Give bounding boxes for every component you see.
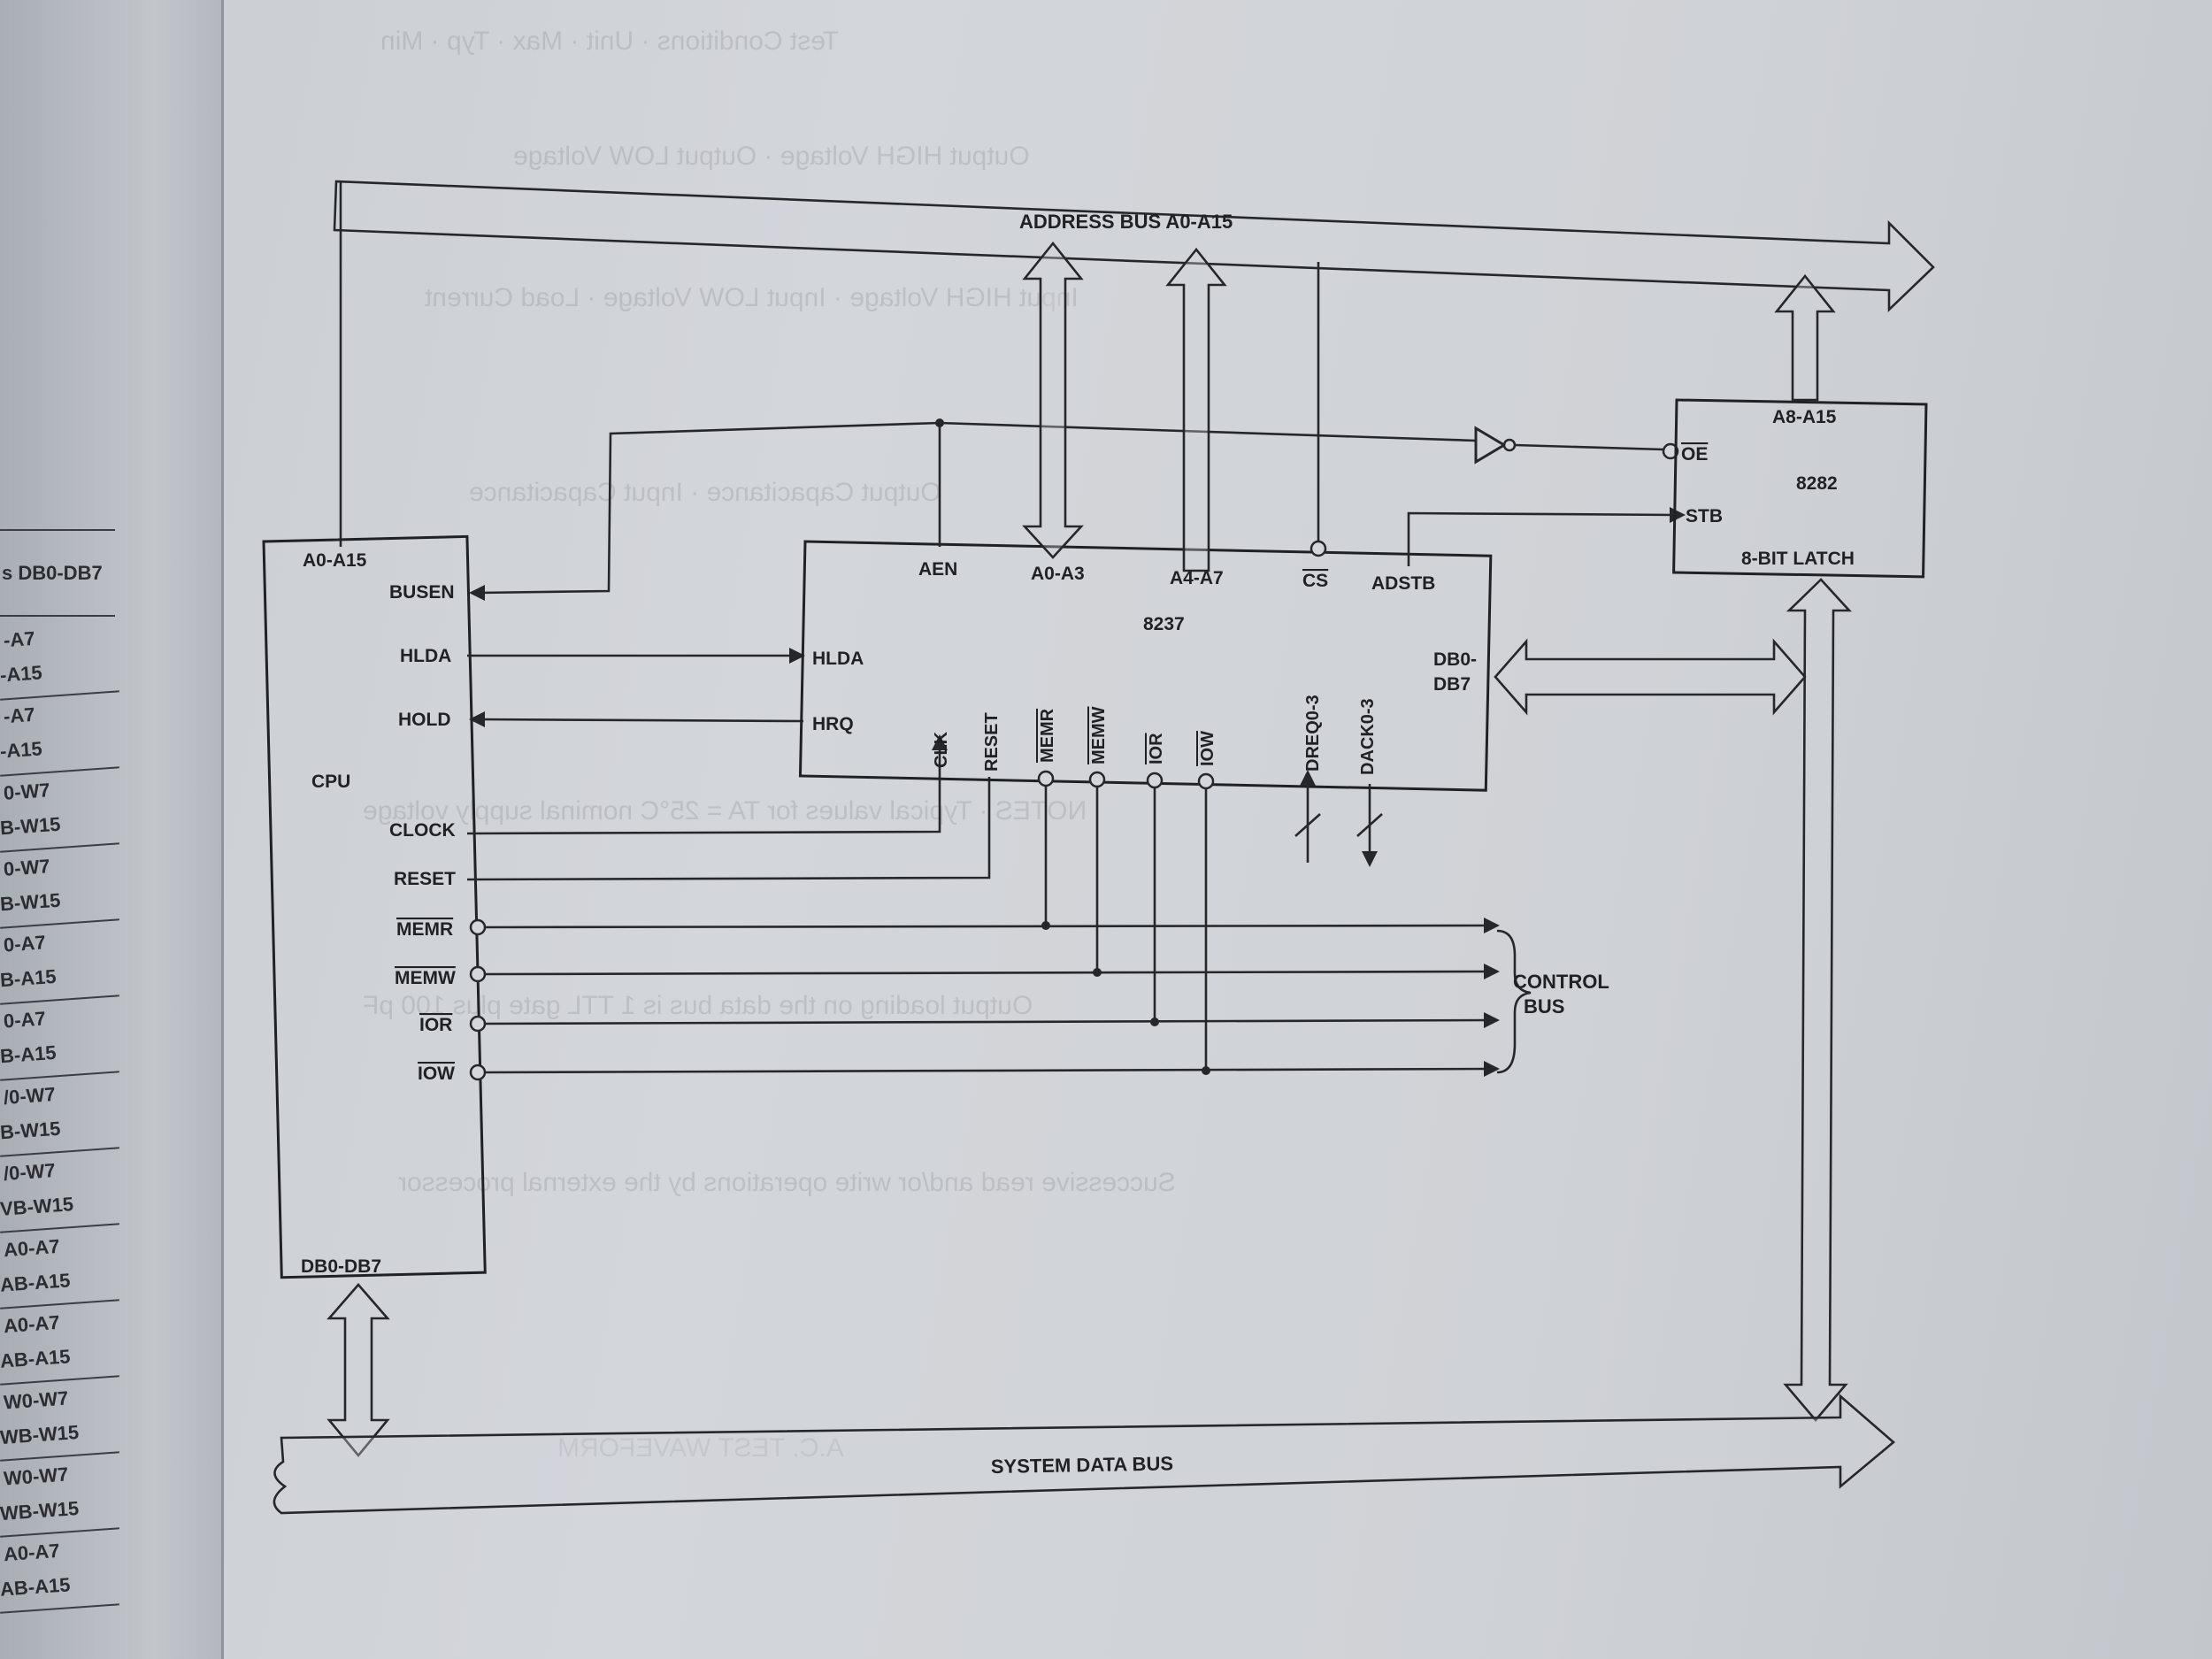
dma-8237-block: 8237 AEN A0-A3 A4-A7 CS ADSTB HLDA HRQ D… <box>798 540 1493 867</box>
cpu-block: CPU A0-A15 DB0-DB7 BUSEN HLDA HOLD CLOCK… <box>262 534 487 1279</box>
dma-pin-hlda: HLDA <box>812 649 864 669</box>
dma-pin-a0-a3: A0-A3 <box>1031 564 1085 584</box>
dma-data-pins-1: DB0- <box>1433 649 1477 670</box>
dma-pin-clk: CLK <box>932 731 951 768</box>
dma-data-pins-2: DB7 <box>1433 674 1471 695</box>
cpu-data-bus-arrow <box>326 1283 390 1458</box>
clk-arrow <box>932 734 948 750</box>
dma-pin-memw: MEMW <box>1089 706 1109 764</box>
latch-address-pins: A8-A15 <box>1772 407 1837 427</box>
dma-pin-a4-a7: A4-A7 <box>1170 568 1224 588</box>
dma-pin-iow: IOW <box>1198 731 1217 766</box>
address-bus <box>333 180 1935 313</box>
control-bus-label-1: CONTROL <box>1513 971 1609 993</box>
latch-address-arrow <box>1774 273 1836 402</box>
cpu-pin-hlda: HLDA <box>400 646 451 666</box>
cpu-pin-memw: MEMW <box>395 968 456 988</box>
hrq-hold-line <box>477 718 804 723</box>
dma-pin-adstb: ADSTB <box>1371 573 1435 594</box>
cpu-pin-busen: BUSEN <box>389 582 455 603</box>
system-data-bus <box>273 1394 1896 1515</box>
hold-arrow <box>469 711 485 727</box>
dma-data-bus-arrow <box>1494 638 1807 716</box>
control-bus-label-2: BUS <box>1524 995 1564 1018</box>
dma-pin-reset: RESET <box>982 712 1002 772</box>
cpu-title: CPU <box>311 772 350 792</box>
a0-a3-bus-arrow <box>1022 241 1084 559</box>
cpu-pin-memr: MEMR <box>396 919 453 940</box>
dma-pin-ior: IOR <box>1147 733 1166 764</box>
cpu-address-pins: A0-A15 <box>303 550 367 571</box>
dma-pin-dreq: DREQ0-3 <box>1303 695 1323 772</box>
dma-pin-dack: DACK0-3 <box>1358 698 1378 775</box>
system-data-bus-label: SYSTEM DATA BUS <box>991 1452 1174 1478</box>
left-page-header: s DB0-DB7 <box>2 562 103 584</box>
dma-pin-aen: AEN <box>918 559 957 580</box>
cpu-data-pins: DB0-DB7 <box>301 1256 381 1277</box>
cpu-pin-clock: CLOCK <box>389 820 456 841</box>
dma-pin-cs: CS <box>1302 571 1328 591</box>
latch-data-bus-arrow <box>1783 578 1852 1423</box>
clock-line <box>466 743 941 835</box>
busen-line <box>477 421 941 595</box>
cpu-pin-iow: IOW <box>418 1064 455 1084</box>
busen-arrow <box>469 585 485 601</box>
dma-pin-memr: MEMR <box>1038 708 1057 763</box>
latch-8282-block: A8-A15 OE 8282 STB 8-BIT LATCH <box>1672 398 1928 579</box>
address-bus-label: ADDRESS BUS A0-A15 <box>1019 211 1233 233</box>
a4-a7-bus-arrow <box>1165 247 1227 572</box>
cpu-pin-hold: HOLD <box>398 710 451 730</box>
latch-subtitle: 8-BIT LATCH <box>1741 549 1855 569</box>
inverter-gate <box>1474 426 1507 465</box>
cpu-pin-reset: RESET <box>394 869 456 889</box>
adstb-line <box>1407 511 1678 566</box>
hlda-arrow <box>789 648 805 664</box>
latch-pin-oe: OE <box>1681 444 1708 465</box>
latch-title: 8282 <box>1796 473 1838 494</box>
dma-title: 8237 <box>1143 614 1185 634</box>
latch-pin-stb: STB <box>1686 506 1723 526</box>
cpu-pin-ior: IOR <box>419 1015 452 1035</box>
control-bus-lines <box>469 779 1532 1081</box>
dma-pin-hrq: HRQ <box>812 714 854 734</box>
reset-line <box>466 777 991 881</box>
